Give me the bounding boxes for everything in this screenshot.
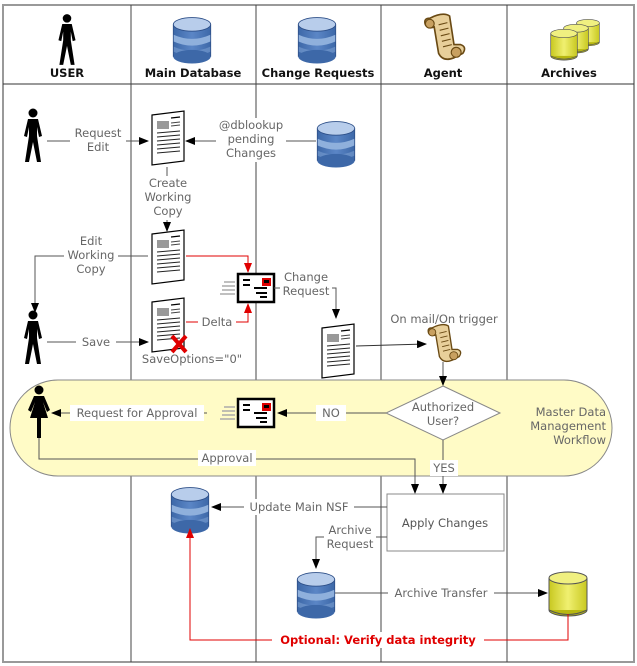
- svg-text:Update Main NSF: Update Main NSF: [250, 500, 349, 514]
- svg-text:pending: pending: [228, 132, 275, 146]
- svg-text:Request: Request: [75, 126, 122, 140]
- lane-header-main-database: Main Database: [145, 17, 242, 80]
- workflow-region: [9, 379, 613, 477]
- svg-text:Archive Transfer: Archive Transfer: [395, 586, 488, 600]
- svg-text:YES: YES: [432, 461, 455, 475]
- svg-text:Change Requests: Change Requests: [262, 66, 375, 80]
- svg-text:Edit: Edit: [80, 234, 103, 248]
- database-icon: [297, 17, 337, 64]
- change-requests-db-icon: [316, 121, 356, 168]
- red-arrow-to-mail: [186, 255, 252, 273]
- document-icon: [151, 110, 185, 166]
- change-requests-archive-db-icon: [296, 572, 336, 619]
- main-database-icon: [170, 487, 210, 534]
- working-copy-document-icon: [151, 229, 185, 285]
- lane-header-change-requests: Change Requests: [262, 17, 375, 80]
- svg-text:Edit: Edit: [87, 140, 110, 154]
- svg-text:Archives: Archives: [541, 66, 597, 80]
- svg-text:Agent: Agent: [424, 66, 463, 80]
- diagram-frame: [2, 4, 635, 663]
- lane-header-agent: Agent: [424, 13, 466, 80]
- svg-text:Request for Approval: Request for Approval: [77, 406, 198, 420]
- female-user-figure: [28, 385, 50, 438]
- svg-text:On mail/On trigger: On mail/On trigger: [390, 312, 498, 326]
- svg-text:Main Database: Main Database: [145, 66, 242, 80]
- database-icon: [172, 17, 212, 64]
- svg-text:Save: Save: [82, 335, 110, 349]
- lane-header-archives: Archives: [541, 19, 600, 80]
- svg-text:Create: Create: [149, 176, 187, 190]
- svg-text:Change: Change: [284, 270, 328, 284]
- svg-text:Changes: Changes: [226, 146, 276, 160]
- archive-cylinder-icon: [548, 571, 588, 617]
- lane-header-user: USER: [50, 14, 84, 80]
- svg-text:USER: USER: [50, 66, 84, 80]
- trigger-arrow: [355, 340, 427, 349]
- svg-text:Working: Working: [145, 190, 192, 204]
- svg-text:@dblookup: @dblookup: [219, 118, 283, 132]
- svg-text:Approval: Approval: [201, 451, 252, 465]
- svg-text:Copy: Copy: [153, 204, 182, 218]
- svg-text:Request: Request: [327, 537, 374, 551]
- cancel-x-icon: [170, 334, 188, 354]
- svg-text:Copy: Copy: [76, 262, 105, 276]
- apply-changes-box: [386, 493, 505, 552]
- svg-text:Master Data: Master Data: [536, 405, 606, 419]
- svg-text:Archive: Archive: [328, 523, 371, 537]
- svg-text:Request: Request: [283, 284, 330, 298]
- svg-text:Working: Working: [68, 248, 115, 262]
- svg-text:Apply Changes: Apply Changes: [402, 516, 488, 530]
- svg-text:Management: Management: [530, 419, 606, 433]
- svg-text:Workflow: Workflow: [553, 433, 606, 447]
- change-request-document-icon: [321, 323, 355, 379]
- svg-text:User?: User?: [427, 414, 459, 428]
- svg-text:NO: NO: [322, 406, 340, 420]
- svg-text:SaveOptions="0": SaveOptions="0": [142, 352, 242, 366]
- svg-text:Delta: Delta: [202, 315, 233, 329]
- svg-text:Authorized: Authorized: [412, 400, 474, 414]
- svg-text:Optional: Verify data integrit: Optional: Verify data integrity: [280, 633, 476, 647]
